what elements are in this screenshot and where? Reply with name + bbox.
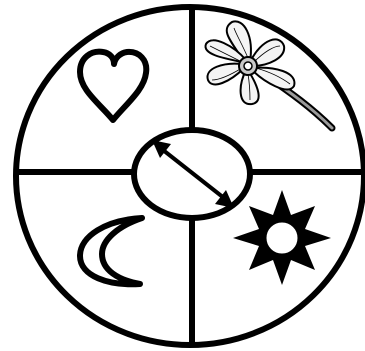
emblem-svg [0, 0, 365, 351]
emblem-canvas [0, 0, 365, 351]
